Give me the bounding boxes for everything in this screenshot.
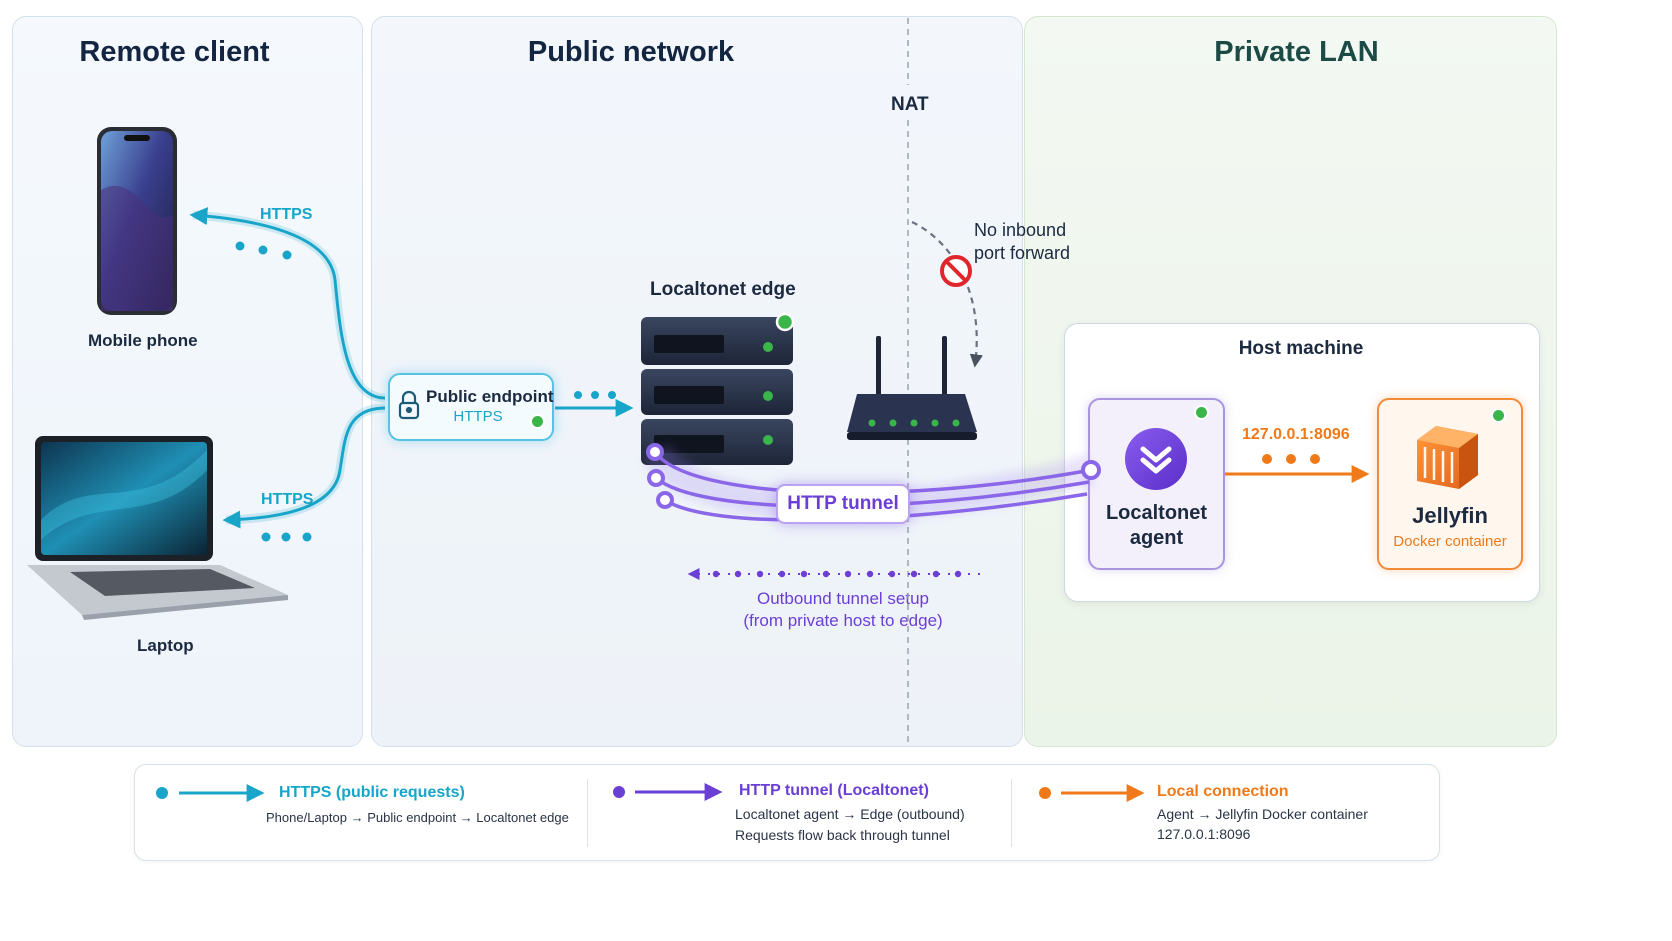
server-rack-icon	[641, 317, 793, 465]
laptop-icon	[27, 436, 288, 620]
localtonet-logo-icon	[1125, 428, 1187, 490]
no-entry-icon	[940, 255, 972, 287]
legend-local-desc-1: Agent → Jellyfin Docker container	[1157, 806, 1368, 822]
https-label-bottom: HTTPS	[261, 491, 314, 508]
host-machine-title: Host machine	[1238, 338, 1364, 359]
mobile-phone-label: Mobile phone	[88, 331, 198, 350]
jellyfin-title: Jellyfin	[1412, 503, 1488, 528]
private-lan-title: Private LAN	[1214, 36, 1379, 68]
legend-https-dot	[156, 787, 168, 799]
agent-title-line2: agent	[1129, 527, 1184, 549]
legend-divider	[1011, 779, 1012, 847]
edge-status-dot	[775, 312, 795, 332]
nat-label: NAT	[891, 94, 929, 115]
legend-https-title: HTTPS (public requests)	[279, 784, 465, 801]
legend-tunnel-desc-2: Requests flow back through tunnel	[735, 827, 950, 843]
legend-local-desc-2: 127.0.0.1:8096	[1157, 826, 1251, 842]
legend-tunnel-title: HTTP tunnel (Localtonet)	[739, 782, 929, 799]
legend-tunnel-dot	[613, 786, 625, 798]
legend: HTTPS (public requests) Phone/Laptop → P…	[134, 764, 1440, 861]
legend-local-title: Local connection	[1157, 783, 1289, 800]
no-inbound-line2: port forward	[974, 243, 1071, 263]
http-tunnel-label: HTTP tunnel	[776, 484, 910, 524]
endpoint-title: Public endpoint	[426, 387, 554, 406]
https-arrow-laptop	[222, 406, 386, 529]
local-address-label: 127.0.0.1:8096	[1242, 426, 1350, 443]
jellyfin-status-dot	[1491, 408, 1506, 423]
agent-title-line1: Localtonet	[1105, 502, 1208, 524]
edge-title: Localtonet edge	[650, 279, 796, 300]
remote-client-zone	[12, 16, 363, 747]
smartphone-icon	[97, 127, 177, 315]
https-arrow-phone	[189, 207, 386, 400]
legend-divider	[587, 779, 588, 847]
docker-container-icon	[1417, 426, 1478, 489]
https-label-top: HTTPS	[260, 206, 313, 223]
no-inbound-line1: No inbound	[974, 220, 1067, 240]
legend-graphics	[156, 783, 1145, 802]
public-endpoint-box[interactable]	[388, 373, 554, 441]
public-network-title: Public network	[527, 36, 735, 68]
legend-local-dot	[1039, 787, 1051, 799]
laptop-label: Laptop	[137, 636, 194, 655]
endpoint-status-dot	[530, 414, 545, 429]
remote-client-title: Remote client	[79, 36, 270, 68]
router-icon	[847, 336, 977, 440]
legend-tunnel-desc-1: Localtonet agent → Edge (outbound)	[735, 806, 965, 822]
jellyfin-subtitle: Docker container	[1393, 533, 1507, 550]
legend-https-desc: Phone/Laptop → Public endpoint → Localto…	[266, 810, 569, 825]
https-dots	[235, 241, 312, 542]
endpoint-protocol: HTTPS	[453, 408, 503, 425]
outbound-line2: (from private host to edge)	[743, 611, 943, 630]
agent-status-dot	[1194, 405, 1209, 420]
lock-icon	[398, 390, 420, 420]
outbound-line1: Outbound tunnel setup	[756, 589, 930, 608]
